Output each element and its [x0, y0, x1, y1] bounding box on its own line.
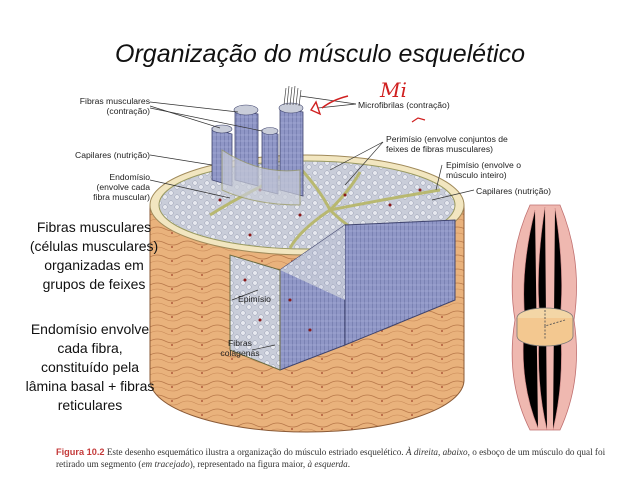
label-capilares-right: Capilares (nutrição) — [476, 186, 551, 196]
cutout-left-section — [229, 254, 281, 371]
small-muscle-sketch — [511, 204, 577, 431]
handwritten-note: Mi — [380, 78, 407, 102]
pen-annotation-arrow — [321, 95, 349, 109]
figure-caption: Figura 10.2 Este desenho esquemático ilu… — [56, 447, 606, 469]
side-note-fibers: Fibras musculares(células musculares) or… — [29, 219, 159, 292]
label-fibras-musculares: Fibras musculares(contração) — [79, 96, 150, 116]
fiber-columns — [211, 102, 304, 206]
caption-figure-number: Figura 10.2 — [56, 447, 105, 457]
label-epimisio-inner: Epimísio — [238, 294, 271, 304]
pen-annotation-underline — [411, 117, 426, 123]
cutout-front-right — [344, 219, 456, 346]
pen-annotation-mark — [309, 100, 322, 116]
label-capilares-left: Capilares (nutrição) — [75, 150, 150, 160]
leader-lines — [149, 95, 475, 351]
page-title: Organização do músculo esquelético — [115, 40, 525, 68]
cutout-inner-section — [280, 225, 345, 300]
myofibril-strands — [283, 85, 302, 107]
label-microfibrilas: Microfibrilas (contração) — [358, 100, 450, 110]
